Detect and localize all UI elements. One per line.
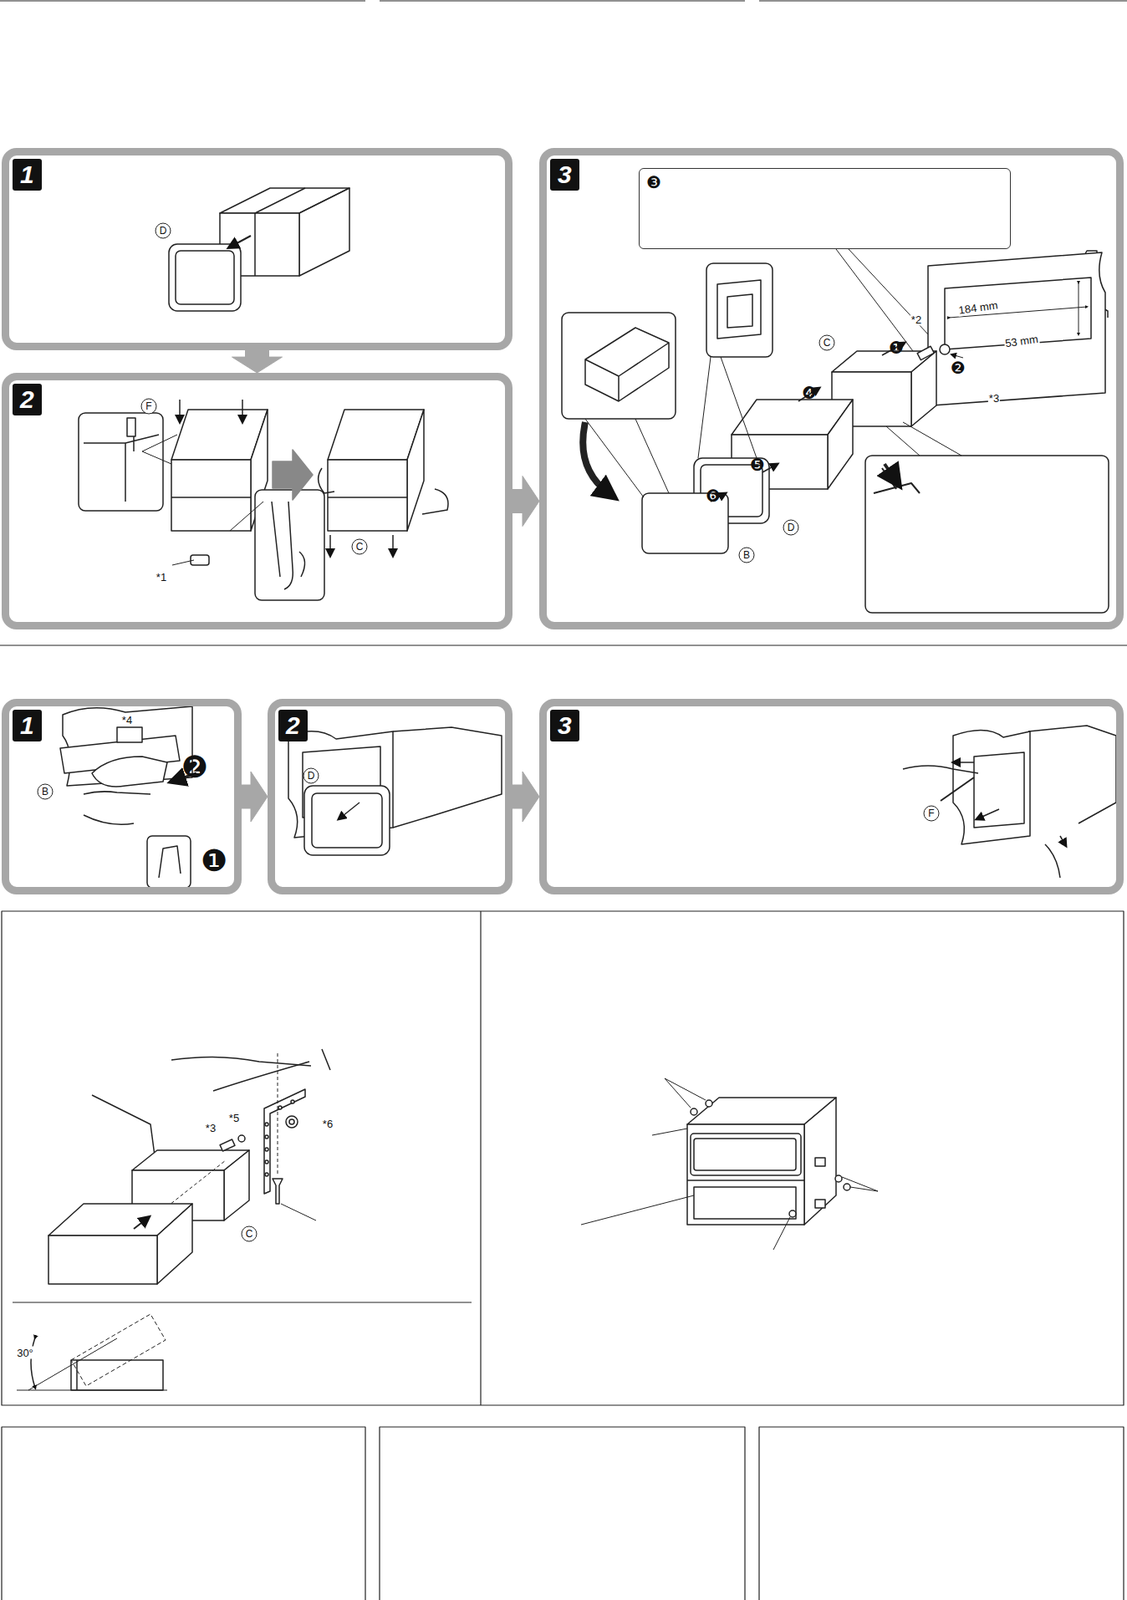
- step-number: 1: [12, 709, 42, 742]
- part-letter: C: [241, 1226, 258, 1243]
- step-arrow: [512, 771, 540, 822]
- part-letter: C: [351, 539, 368, 556]
- part-letter: B: [37, 784, 54, 801]
- footnote-marker: *5: [228, 1111, 240, 1125]
- angle-label: 30°: [15, 1346, 35, 1360]
- dimension-label: 53 mm: [1003, 332, 1040, 351]
- callout-number: ❶: [199, 845, 229, 878]
- callout-number: ❷: [949, 358, 967, 378]
- step-panel: 1: [1, 147, 513, 351]
- footnote-marker: *6: [321, 1117, 334, 1131]
- callout-number: ❻: [704, 486, 722, 505]
- step-panel: 3❸: [539, 147, 1124, 630]
- footnote-marker: *4: [121, 713, 133, 727]
- callout-number: ❸: [646, 172, 662, 193]
- callout-box: ❸: [638, 168, 1011, 250]
- callout-number: ❹: [800, 383, 818, 403]
- step-number: 3: [550, 158, 580, 191]
- part-letter: D: [155, 223, 172, 240]
- step-panel: 3: [539, 698, 1124, 895]
- callout-number: ❶: [887, 338, 905, 357]
- step-arrow: [512, 476, 540, 527]
- step-number: 3: [550, 709, 580, 742]
- callout-number: ❺: [749, 455, 766, 475]
- step-arrow: [232, 350, 283, 373]
- footnote-marker: *1: [155, 571, 168, 584]
- part-letter: F: [141, 398, 158, 415]
- footnote-marker: *3: [204, 1121, 217, 1135]
- part-letter: D: [783, 520, 800, 536]
- step-panel: 2: [267, 698, 513, 895]
- part-letter: C: [819, 335, 836, 352]
- step-number: 1: [12, 158, 42, 191]
- step-panel: 1: [1, 698, 242, 895]
- callout-number: ❷: [180, 751, 210, 784]
- step-number: 2: [12, 383, 42, 416]
- part-letter: D: [303, 768, 320, 785]
- part-letter: F: [923, 805, 940, 822]
- footnote-marker: *2: [910, 313, 923, 327]
- footnote-marker: *3: [988, 392, 1000, 405]
- part-letter: B: [739, 547, 755, 564]
- step-panel: 2: [1, 372, 513, 630]
- step-arrow: [241, 771, 268, 822]
- step-number: 2: [278, 709, 308, 742]
- dimension-label: 184 mm: [957, 298, 1000, 317]
